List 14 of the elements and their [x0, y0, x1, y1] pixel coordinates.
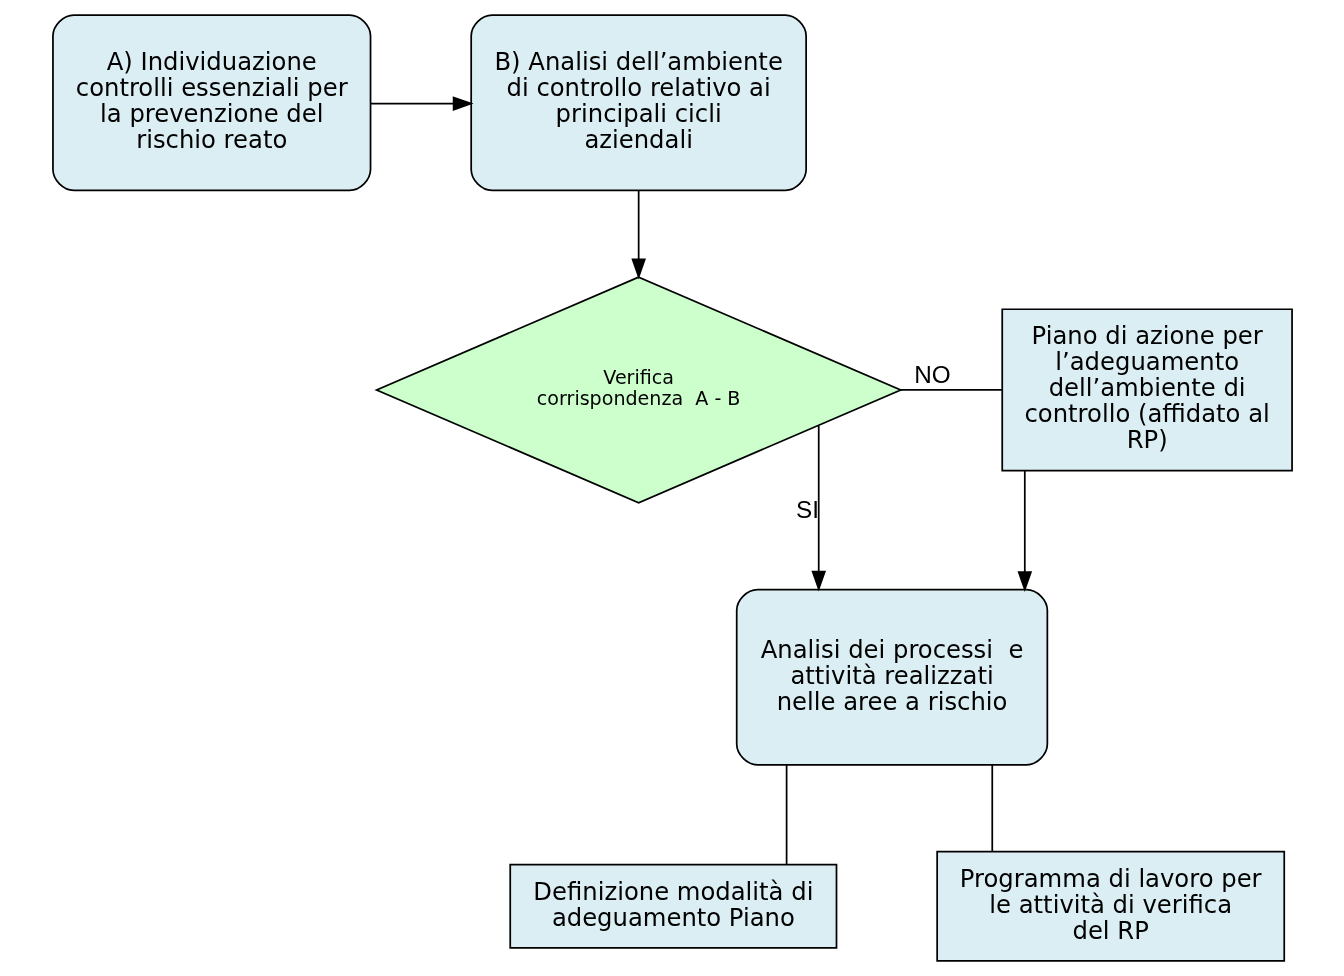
connector: [990, 764, 993, 853]
arrow: [369, 96, 474, 111]
node-box: Definizione modalità di adeguamento Piano: [508, 863, 837, 949]
arrow: [810, 424, 826, 592]
arrow: [630, 189, 646, 280]
node-box: Analisi dei processi e attività realizzati nelle aree a rischio: [735, 588, 1048, 766]
node-box: B) Analisi dell’ambiente di controllo relativo ai principali cicli aziendali: [469, 14, 807, 192]
connector: [899, 389, 1003, 391]
node-box: A) Individuazione controlli essenziali per la prevenzione del rischio reato: [51, 14, 371, 192]
edge-label: NO: [913, 361, 951, 389]
node-box: Programma di lavoro per le attività di verifica del RP: [935, 850, 1285, 962]
connector: [785, 764, 787, 866]
node-box: Piano di azione per l’adeguamento dell’ambiente di controllo (affidato al RP): [1000, 308, 1293, 472]
arrow: [1017, 469, 1032, 593]
